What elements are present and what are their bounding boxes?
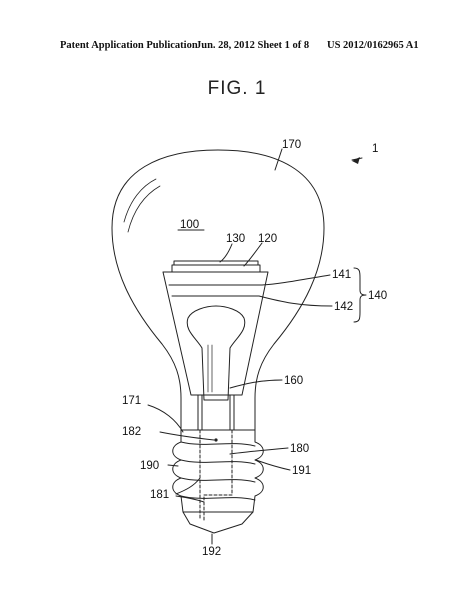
- screw-thread-2: [180, 459, 256, 465]
- contact-dot: [214, 438, 218, 442]
- leader-180: [229, 447, 289, 455]
- label-182: 182: [122, 426, 141, 438]
- brace-140: [353, 267, 367, 323]
- internal-wire-dashed: [199, 429, 233, 521]
- leader-120: [243, 242, 263, 267]
- glass-globe-outline: [111, 149, 325, 399]
- leader-160: [229, 379, 283, 389]
- led-substrate: [171, 264, 261, 273]
- screw-base-outline: [172, 429, 264, 513]
- stem-cavity: [186, 305, 246, 401]
- label-191: 191: [292, 465, 311, 477]
- figure-title: FIG. 1: [207, 78, 267, 99]
- screw-thread-4: [180, 495, 256, 501]
- label-170: 170: [282, 139, 301, 151]
- leader-142: [258, 295, 333, 307]
- label-120: 120: [258, 233, 277, 245]
- label-100: 100: [180, 219, 199, 231]
- leader-181-b: [175, 495, 205, 503]
- label-140: 140: [368, 290, 387, 302]
- label-142: 142: [334, 301, 353, 313]
- leader-170: [274, 148, 283, 171]
- leader-171: [147, 404, 184, 433]
- base-neck-sides: [180, 397, 256, 431]
- leader-141: [261, 274, 331, 286]
- label-141: 141: [332, 269, 351, 281]
- leader-191: [255, 459, 291, 471]
- stem-outer: [162, 271, 269, 396]
- header-date-sheet: Jun. 28, 2012 Sheet 1 of 8: [196, 40, 310, 51]
- base-contact: [182, 511, 254, 534]
- label-171: 171: [122, 395, 141, 407]
- label-130: 130: [226, 233, 245, 245]
- label-180: 180: [290, 443, 309, 455]
- globe-highlight-2: [127, 185, 161, 233]
- led-phosphor: [173, 260, 259, 266]
- screw-thread-3: [180, 477, 256, 483]
- leader-182: [159, 431, 215, 441]
- header-publication-type: Patent Application Publication: [60, 40, 198, 51]
- label-181: 181: [150, 489, 169, 501]
- globe-highlight: [123, 178, 157, 223]
- label-190: 190: [140, 460, 159, 472]
- header-patent-number: US 2012/0162965 A1: [327, 40, 419, 51]
- leader-190: [167, 464, 179, 467]
- arrow-1: [352, 157, 360, 164]
- label-1: 1: [372, 143, 378, 155]
- screw-thread-1: [180, 441, 256, 447]
- label-192: 192: [202, 546, 221, 558]
- leader-130: [219, 243, 233, 263]
- label-160: 160: [284, 375, 303, 387]
- leader-181-a: [175, 477, 201, 495]
